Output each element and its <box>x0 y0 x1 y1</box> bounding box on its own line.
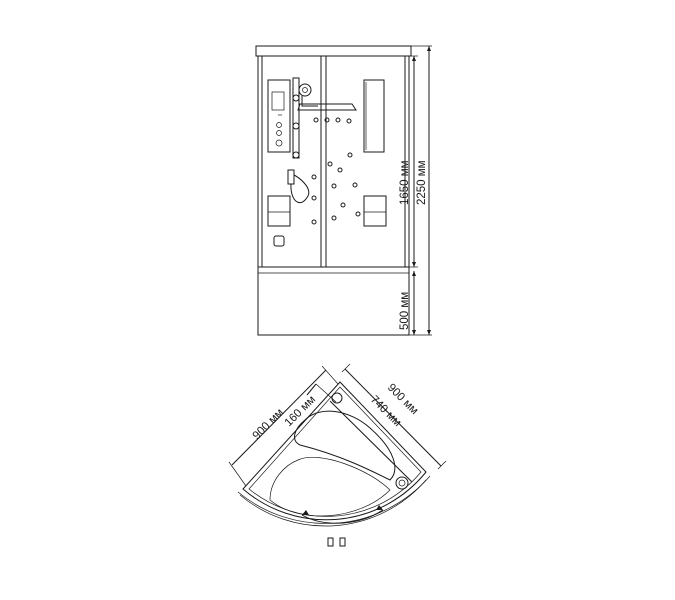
control-panel <box>267 79 291 153</box>
drain <box>395 476 409 490</box>
hand-shower <box>287 169 295 185</box>
seat-right <box>363 195 387 227</box>
dim-total-height: 2250 мм <box>416 160 428 205</box>
riser-pipe <box>292 77 300 159</box>
tray-outline <box>242 381 427 521</box>
seat-left <box>267 195 291 227</box>
overhead-shower-head <box>298 83 312 97</box>
cabin-body <box>257 55 410 268</box>
seat-recess <box>294 410 396 481</box>
shelf <box>297 103 357 111</box>
cabin-roof <box>255 45 412 57</box>
side-panel-right <box>363 79 385 153</box>
floor-area <box>269 456 391 517</box>
display-screen <box>271 91 285 111</box>
dim-tray-height: 500 мм <box>399 292 411 330</box>
tray-front <box>257 266 410 336</box>
front-view: 1650 мм 2250 мм 500 мм <box>255 45 432 336</box>
dim-cabin-height: 1650 мм <box>399 160 411 205</box>
top-view: 900 мм 160 мм 740 мм 900 мм <box>228 363 447 547</box>
dim-side-left: 900 мм <box>251 407 287 443</box>
